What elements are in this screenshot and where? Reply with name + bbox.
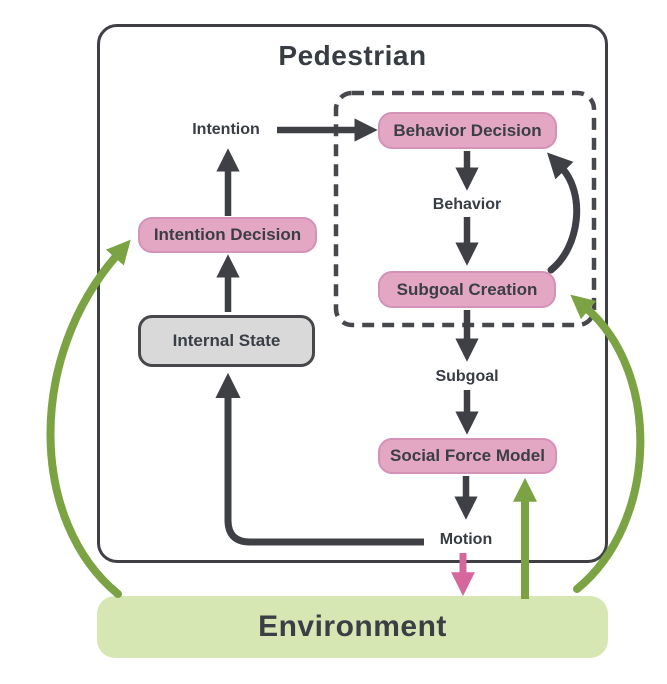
node-subgoal-creation-label: Subgoal Creation [396, 279, 538, 299]
pedestrian-title: Pedestrian [278, 40, 427, 71]
flow-label-motion: Motion [439, 531, 493, 548]
node-behavior-decision-label: Behavior Decision [393, 120, 542, 140]
flow-label-behavior: Behavior [432, 196, 502, 213]
node-subgoal-creation: Subgoal Creation [378, 271, 556, 308]
node-internal-state-label: Internal State [172, 331, 281, 350]
node-social-force-model: Social Force Model [378, 438, 557, 474]
environment-box: Environment [97, 596, 608, 658]
node-social-force-model-label: Social Force Model [390, 446, 545, 465]
flow-label-intention: Intention [192, 121, 260, 138]
environment-label: Environment [258, 610, 447, 643]
node-internal-state: Internal State [138, 315, 315, 367]
node-intention-decision: Intention Decision [138, 217, 317, 253]
flow-label-subgoal: Subgoal [435, 368, 499, 385]
node-intention-decision-label: Intention Decision [153, 225, 302, 244]
node-behavior-decision: Behavior Decision [378, 112, 557, 149]
